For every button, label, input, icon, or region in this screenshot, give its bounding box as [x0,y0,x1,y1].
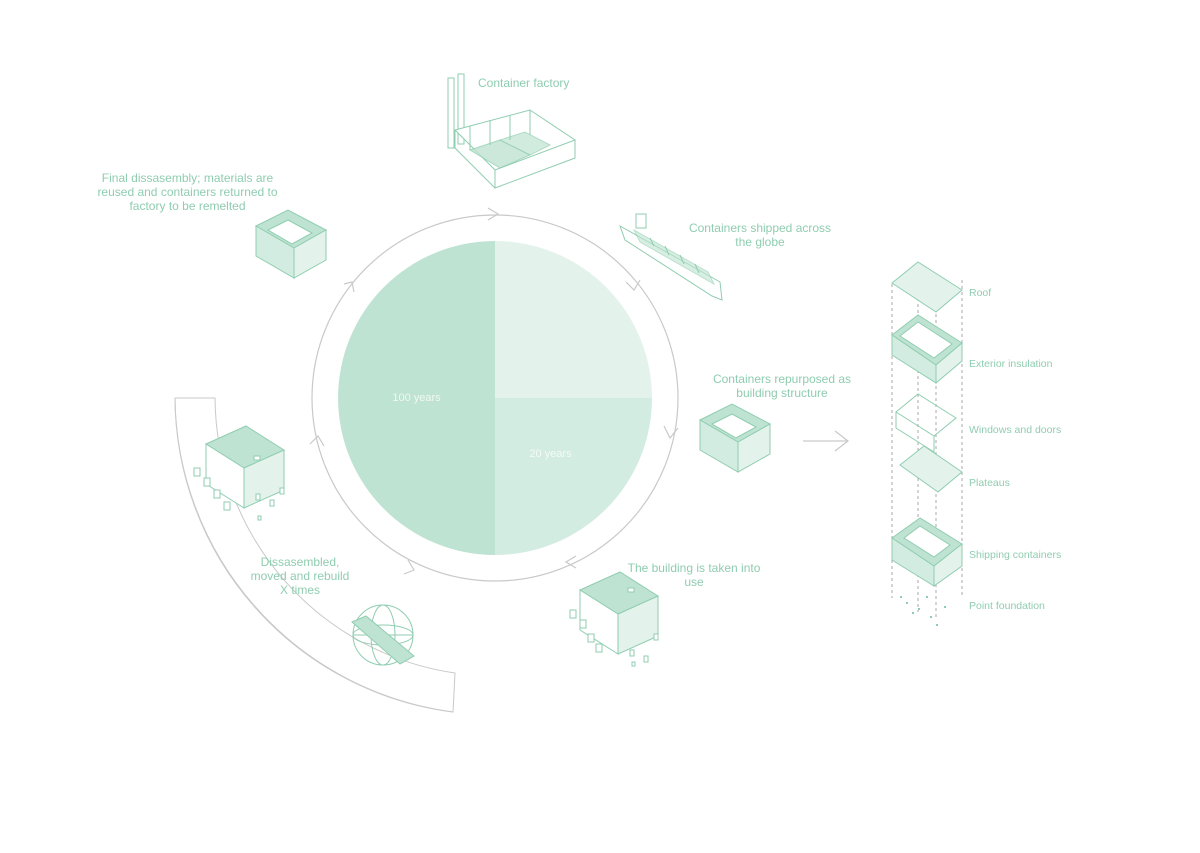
globe-icon [351,604,415,666]
label-final-line3: factory to be remelted [129,199,246,213]
cycle-arrow-right [663,425,679,440]
pie-slice-label-2: 100 years [392,392,441,404]
label-repurposed-line2: building structure [736,386,828,400]
cycle-arrow-bottom-left [403,559,415,575]
ship-icon [619,213,723,301]
label-final-line2: reused and containers returned to [97,185,278,199]
cycle-arrow-upper-left [343,281,355,293]
label-container-factory: Container factory [478,76,570,90]
arrow-to-exploded-view [803,430,849,452]
label-windows-doors: Windows and doors [969,424,1062,436]
label-roof: Roof [969,287,992,299]
rebuild-outer-arc [174,397,454,713]
label-repurposed-line1: Containers repurposed as [712,372,852,386]
pie-slice-0 [495,241,652,398]
pie-slice-2 [338,241,495,555]
label-plateaus: Plateaus [969,477,1010,489]
label-shipped-line2: the globe [735,235,785,249]
cycle-arrow-bottom-right [564,555,577,569]
cycle-arrow-left [309,435,325,447]
label-repurposed: Containers repurposed as building struct… [702,372,862,400]
label-taken-into-use-line1: The building is taken into [627,561,761,575]
label-rebuild-line1: Dissasembled, [260,555,340,569]
label-rebuild-line3: X times [279,583,320,597]
label-rebuild: Dissasembled, moved and rebuild X times [220,555,380,597]
label-taken-into-use-line2: use [684,575,704,589]
pie-slice-label-1: 20 years [529,447,572,460]
cycle-arrow-upper-right [625,279,641,291]
label-final-line1: Final dissasembly; materials are [101,171,274,185]
roof-layer [891,261,963,313]
label-final-disassembly: Final dissasembly; materials are reused … [80,171,295,213]
container-building-icon [698,403,772,473]
label-point-foundation: Point foundation [969,600,1045,612]
cycle-ring [311,214,679,582]
label-taken-into-use: The building is taken into use [614,561,774,589]
building-in-use-icon [569,571,660,667]
rebuilt-building-icon [193,425,286,521]
label-exterior-insulation: Exterior insulation [969,358,1053,370]
lifespan-pie [338,241,652,555]
factory-icon [447,73,577,189]
exploded-view [891,261,963,626]
cycle-arrow-top [487,207,500,221]
label-shipping-containers: Shipping containers [969,549,1062,561]
pie-slice-1 [495,398,652,555]
final-disassembly-icon [254,209,328,279]
label-rebuild-line2: moved and rebuild [250,569,350,583]
label-shipped-line1: Containers shipped across [688,221,832,235]
label-shipped: Containers shipped across the globe [680,221,840,249]
